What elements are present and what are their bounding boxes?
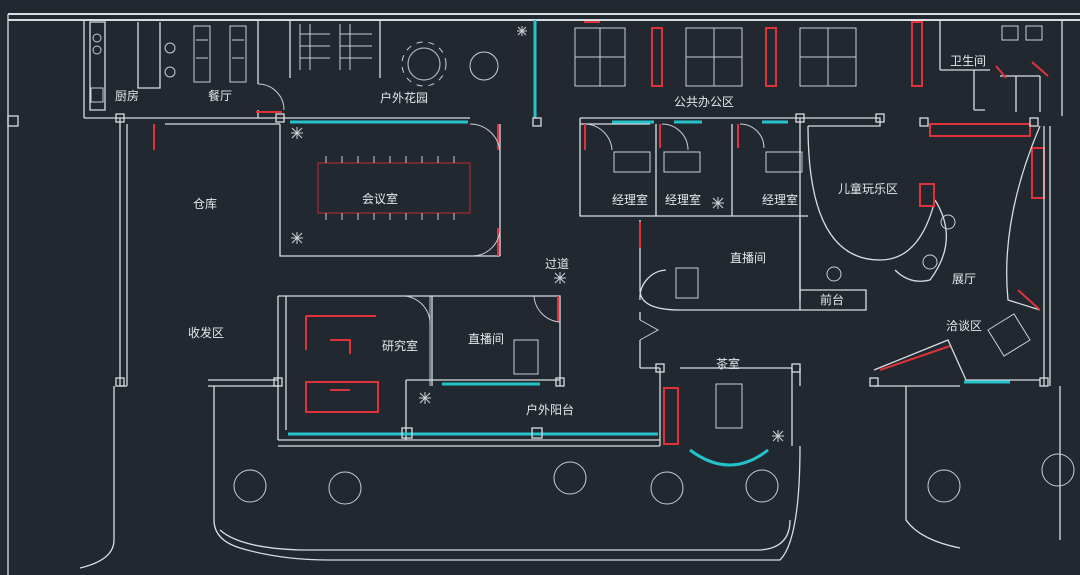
room-label-front-desk: 前台 [820,292,844,307]
room-label-kids-play-area: 儿童玩乐区 [838,181,898,196]
room-label-warehouse: 仓库 [193,196,217,211]
outdoor-balcony [213,386,801,561]
room-label-live-room-2: 直播间 [468,332,504,346]
room-label-outdoor-garden: 户外花园 [380,90,428,105]
room-labels: 厨房 餐厅 户外花园 公共办公区 卫生间 仓库 会议室 经理室 经理室 经理室 … [115,54,986,417]
open-office-furniture [574,21,923,87]
plant-icons [291,26,784,442]
room-label-manager-office-3: 经理室 [762,192,798,207]
room-label-manager-office-2: 经理室 [665,192,701,207]
tea-room [639,312,801,467]
live-room-1 [639,220,801,311]
manager-offices [579,117,808,217]
room-label-manager-office-1: 经理室 [612,192,648,207]
room-label-live-room-1: 直播间 [730,251,766,265]
room-label-receiving-area: 收发区 [188,325,224,340]
room-label-dining: 餐厅 [208,88,232,103]
structural-columns [115,113,885,387]
research-and-live2 [277,295,561,440]
room-label-research-room: 研究室 [382,338,418,353]
room-label-kitchen: 厨房 [115,88,139,103]
room-label-open-office: 公共办公区 [674,94,734,109]
meeting-room [153,117,501,257]
negotiation-area [873,313,1075,549]
outer-walls [7,13,1080,575]
room-label-restroom: 卫生间 [950,54,986,68]
room-label-corridor: 过道 [545,257,569,271]
top-strip [89,20,542,127]
room-label-outdoor-balcony: 户外阳台 [526,402,574,417]
room-label-hall: 展厅 [952,272,976,286]
room-label-negotiation-area: 洽谈区 [946,319,982,333]
restroom [939,20,1063,116]
kids-and-hall [799,117,1051,386]
room-label-meeting-room: 会议室 [362,191,398,206]
room-label-tea-room: 茶室 [716,356,740,371]
